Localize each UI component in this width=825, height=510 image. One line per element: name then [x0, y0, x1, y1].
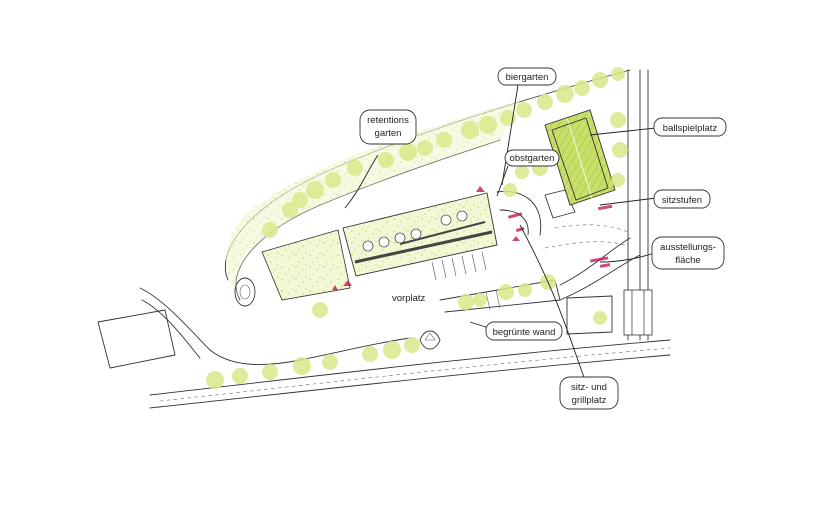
label-text: garten — [375, 128, 402, 139]
label-retentions-garten: retentions garten — [359, 109, 417, 145]
label-begruente-wand: begrünte wand — [485, 321, 563, 341]
label-text: sitz- und — [571, 382, 607, 393]
label-ballspielplatz: ballspielplatz — [653, 117, 727, 137]
label-sitz-und-grillplatz: sitz- und grillplatz — [559, 376, 619, 410]
label-text: fläche — [675, 255, 700, 266]
label-ausstellungsflaeche: ausstellungs- fläche — [651, 236, 725, 270]
label-biergarten: biergarten — [497, 67, 557, 86]
trees — [206, 67, 628, 389]
label-obstgarten: obstgarten — [504, 149, 560, 167]
leader-lines — [344, 84, 657, 381]
label-text: begrünte wand — [493, 327, 556, 338]
label-vorplatz: vorplatz — [392, 293, 426, 304]
retention-garden-area — [224, 69, 631, 307]
seating-elements — [332, 186, 613, 290]
label-text: retentions — [367, 115, 409, 126]
central-building — [342, 190, 542, 281]
label-text: ausstellungs- — [660, 242, 716, 253]
label-text: obstgarten — [510, 153, 555, 164]
label-text: biergarten — [506, 72, 549, 83]
label-text: grillplatz — [572, 395, 607, 406]
surrounding-buildings — [97, 189, 613, 369]
label-text: vorplatz — [392, 293, 426, 304]
label-text: ballspielplatz — [663, 123, 718, 134]
label-sitzstufen: sitzstufen — [653, 189, 711, 209]
sports-field — [544, 109, 616, 206]
label-text: sitzstufen — [662, 195, 702, 206]
road-network — [139, 69, 671, 409]
